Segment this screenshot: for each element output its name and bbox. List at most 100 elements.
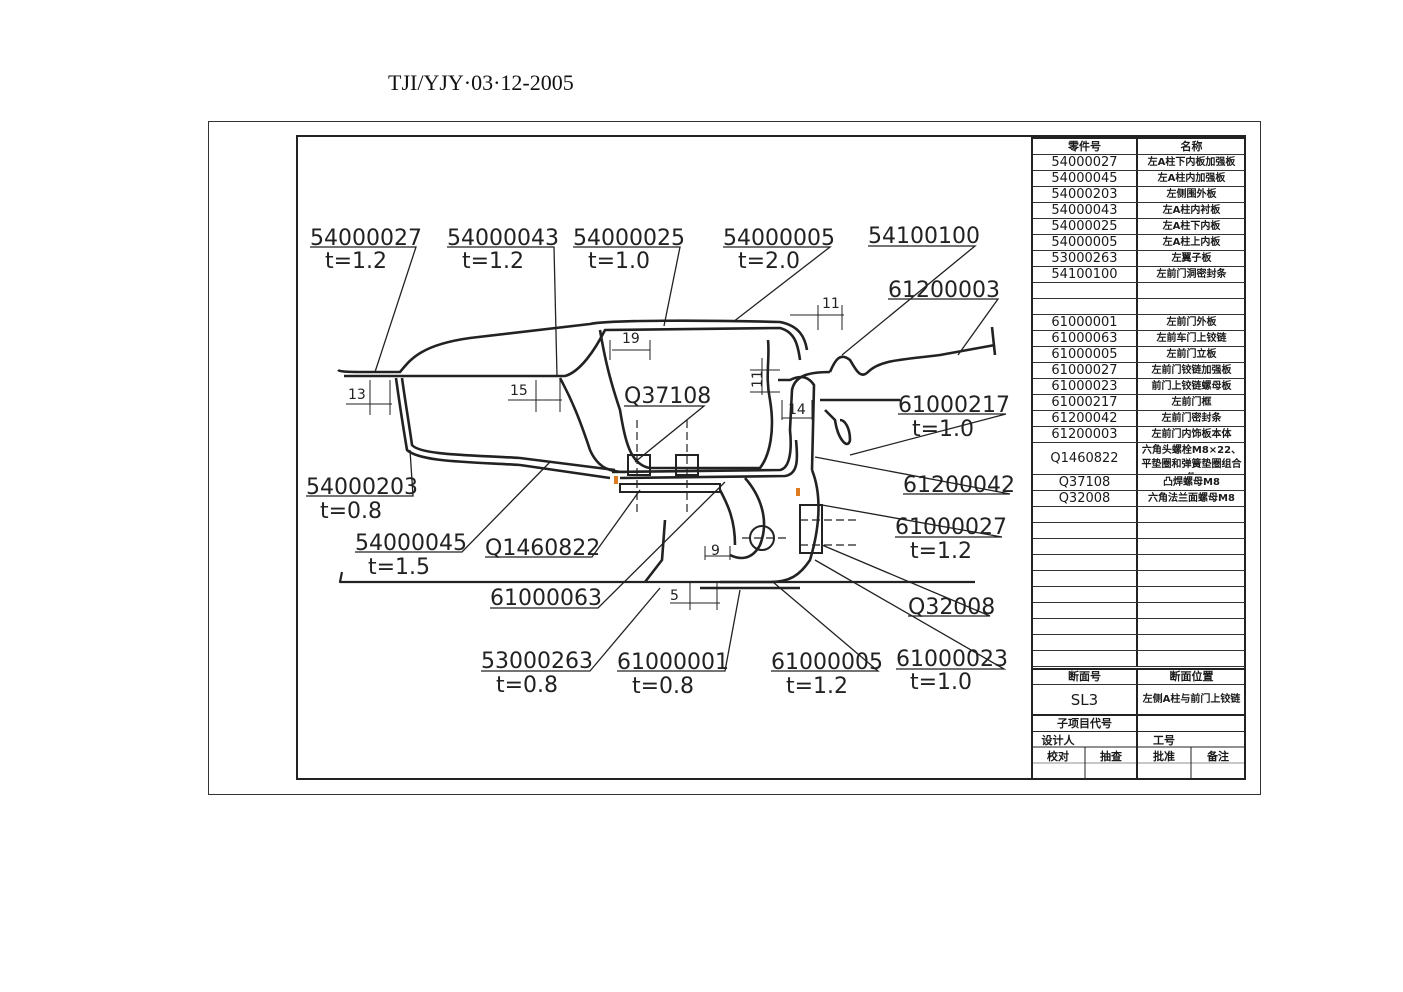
check-label: 校对 xyxy=(1047,750,1069,763)
dimension-lines xyxy=(346,305,844,610)
empty-table-row xyxy=(1033,555,1245,571)
callout-61000027-thickness: t=1.2 xyxy=(910,539,972,564)
empty-cell xyxy=(1138,651,1245,666)
part-name-cell: 左前门铰链加强板 xyxy=(1151,365,1232,376)
part-name-cell: 左A柱下内板加强板 xyxy=(1147,157,1236,168)
part-number-cell: Q37108 xyxy=(1033,475,1138,490)
callout-Q32008-part: Q32008 xyxy=(908,595,995,620)
part-name-cell: 左A柱内衬板 xyxy=(1162,205,1221,216)
nut-plate-icon xyxy=(619,483,721,493)
callout-54000203-part: 54000203 xyxy=(306,475,418,500)
part-name-cell: 左前门内饰板本体 xyxy=(1151,429,1232,440)
empty-cell xyxy=(1138,507,1245,522)
part-number-cell: 61200003 xyxy=(1033,427,1138,442)
inner-frame xyxy=(296,135,1246,780)
signature-block: 设计人 工号 校对 抽查 批准 备注 xyxy=(1031,731,1245,778)
empty-table-row xyxy=(1033,587,1245,603)
accent-marks xyxy=(614,476,800,496)
dim-13: 13 xyxy=(348,387,366,403)
document-code: TJI/YJY·03·12-2005 xyxy=(388,70,574,95)
part-name-cell: 左前门立板 xyxy=(1166,349,1217,360)
part-name-cell: 左A柱内加强板 xyxy=(1157,173,1226,184)
empty-cell xyxy=(1033,523,1138,538)
dim-15: 15 xyxy=(510,383,528,399)
empty-table-row xyxy=(1033,571,1245,587)
callout-61000217-part: 61000217 xyxy=(898,393,1010,418)
part-number-cell: 54100100 xyxy=(1033,267,1138,282)
subproject-label: 子项目代号 xyxy=(1033,716,1138,731)
table-row xyxy=(1033,299,1245,315)
empty-cell xyxy=(1138,539,1245,554)
empty-table-row xyxy=(1033,603,1245,619)
part-name-cell: 凸焊螺母M8 xyxy=(1163,477,1220,488)
empty-cell xyxy=(1033,571,1138,586)
table-row: 54000043 左A柱内衬板 xyxy=(1033,203,1245,219)
centerlines xyxy=(636,420,860,546)
dim-11-top: 11 xyxy=(822,296,840,312)
empty-table-row xyxy=(1033,651,1245,667)
callout-61000023-part: 61000023 xyxy=(896,647,1008,672)
approve-label: 批准 xyxy=(1153,750,1175,763)
callout-54000045-thickness: t=1.5 xyxy=(368,555,430,580)
review-label: 抽查 xyxy=(1100,750,1122,763)
callout-61000023-thickness: t=1.0 xyxy=(910,670,972,695)
part-name-cell: 左A柱下内板 xyxy=(1162,221,1221,232)
table-row: 54000203 左侧围外板 xyxy=(1033,187,1245,203)
dim-11-side: 11 xyxy=(750,370,766,388)
header-name: 名称 xyxy=(1180,140,1203,153)
table-row xyxy=(1033,283,1245,299)
table-row: 54100100 左前门洞密封条 xyxy=(1033,267,1245,283)
part-name-cell: 左前门密封条 xyxy=(1161,413,1222,424)
part-number-cell: Q32008 xyxy=(1033,491,1138,506)
part-number-cell: 54000043 xyxy=(1033,203,1138,218)
section-block: 断面号 断面位置 SL3 左侧A柱与前门上铰链 子项目代号 xyxy=(1031,668,1245,732)
part-number-cell: 61000001 xyxy=(1033,315,1138,330)
part-name-cell: 左侧围外板 xyxy=(1166,189,1217,200)
callout-61000005-thickness: t=1.2 xyxy=(786,674,848,699)
header-part-no: 零件号 xyxy=(1033,139,1138,154)
callout-54000025-part: 54000025 xyxy=(573,226,685,251)
part-number-cell: 54000203 xyxy=(1033,187,1138,202)
table-row: 61000027 左前门铰链加强板 xyxy=(1033,363,1245,379)
part-number-cell: Q1460822 xyxy=(1033,443,1138,474)
callout-Q1460822-part: Q1460822 xyxy=(485,536,600,561)
part-number-cell xyxy=(1033,283,1138,298)
part-name-cell: 左前门洞密封条 xyxy=(1156,269,1227,280)
empty-cell xyxy=(1033,603,1138,618)
part-name-cell: 前门上铰链螺母板 xyxy=(1151,381,1232,392)
empty-cell xyxy=(1033,587,1138,602)
empty-table-row xyxy=(1033,635,1245,651)
dim-5: 5 xyxy=(670,588,679,604)
callout-54000043-thickness: t=1.2 xyxy=(462,249,524,274)
part-number-cell: 61200042 xyxy=(1033,411,1138,426)
dim-19: 19 xyxy=(622,331,640,347)
empty-cell xyxy=(1033,539,1138,554)
part-name-cell: 左翼子板 xyxy=(1171,253,1212,264)
empty-cell xyxy=(1138,555,1245,570)
empty-cell xyxy=(1138,603,1245,618)
signature-grid xyxy=(1031,731,1245,778)
section-pos-label: 断面位置 xyxy=(1169,670,1214,683)
leader-lines xyxy=(306,245,1011,672)
callout-61000005-part: 61000005 xyxy=(771,650,883,675)
part-number-cell: 54000005 xyxy=(1033,235,1138,250)
part-name-cell: 六角法兰面螺母M8 xyxy=(1148,493,1235,504)
table-row: Q37108 凸焊螺母M8 xyxy=(1033,475,1245,491)
callout-54100100-part: 54100100 xyxy=(868,224,980,249)
empty-cell xyxy=(1138,523,1245,538)
part-number-cell: 61000027 xyxy=(1033,363,1138,378)
callout-54000027-thickness: t=1.2 xyxy=(325,249,387,274)
callout-61000063-part: 61000063 xyxy=(490,586,602,611)
table-row: 61200003 左前门内饰板本体 xyxy=(1033,427,1245,443)
empty-cell xyxy=(1138,587,1245,602)
part-name-cell: 左前车门上铰链 xyxy=(1156,333,1227,344)
section-no-label: 断面号 xyxy=(1033,670,1138,684)
